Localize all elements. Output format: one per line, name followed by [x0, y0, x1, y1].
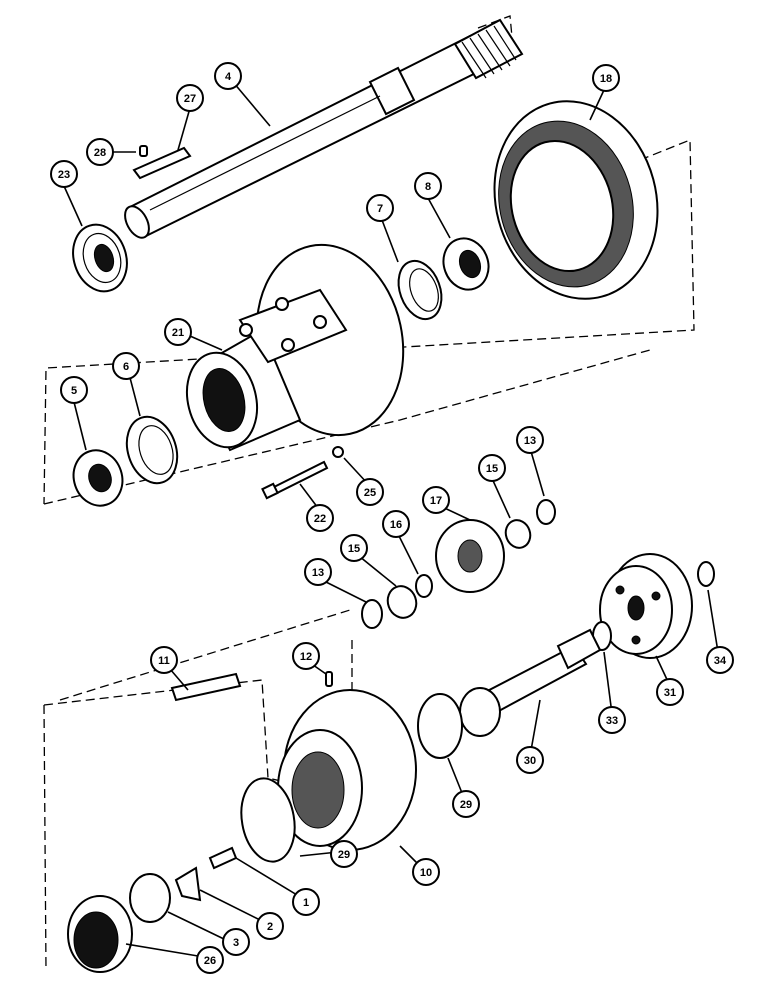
callout-label-21: 21 — [172, 327, 184, 339]
callout-13-upper: 13 — [516, 426, 544, 454]
callout-27: 28 — [86, 138, 114, 166]
callout-label-13-upper: 13 — [524, 435, 536, 447]
callout-5: 5 — [60, 376, 88, 404]
callout-1: 1 — [292, 888, 320, 916]
callout-label-18: 18 — [600, 73, 612, 85]
callout-label-30: 30 — [524, 755, 536, 767]
callout-label-22: 23 — [58, 169, 70, 181]
callout-label-1: 1 — [303, 897, 309, 909]
planet-gear-set — [361, 499, 556, 629]
callout-31: 31 — [656, 678, 684, 706]
callouts: 4 27 28 23 18 7 8 21 5 6 22 25 13 15 17 … — [50, 62, 734, 974]
callout-label-27: 28 — [94, 147, 106, 159]
retainer-hardware — [67, 777, 296, 973]
callout-2: 2 — [256, 912, 284, 940]
callout-10: 10 — [412, 858, 440, 886]
callout-label-33: 33 — [606, 715, 618, 727]
callout-26: 27 — [176, 84, 204, 112]
callout-6: 6 — [112, 352, 140, 380]
callout-16: 16 — [382, 510, 410, 538]
callout-label-10: 10 — [420, 867, 432, 879]
callout-label-2: 2 — [267, 921, 273, 933]
callout-label-26: 27 — [184, 93, 196, 105]
callout-label-5: 5 — [71, 385, 77, 397]
callout-label-25: 25 — [364, 487, 376, 499]
callout-18: 18 — [592, 64, 620, 92]
callout-label-17: 17 — [430, 495, 442, 507]
ring-gear — [493, 100, 659, 300]
callout-label-4: 4 — [225, 71, 232, 83]
callout-label-23: 22 — [314, 513, 326, 525]
sun-gear-shaft — [417, 628, 602, 759]
callout-11: 11 — [150, 646, 178, 674]
callout-label-6: 6 — [123, 361, 129, 373]
callout-30: 30 — [516, 746, 544, 774]
callout-label-16: 16 — [390, 519, 402, 531]
callout-label-12: 12 — [300, 651, 312, 663]
callout-12: 12 — [292, 642, 320, 670]
callout-label-13-lower: 13 — [312, 567, 324, 579]
callout-8: 8 — [414, 172, 442, 200]
callout-label-29-right: 29 — [460, 799, 472, 811]
callout-34: 34 — [706, 646, 734, 674]
callout-label-11: 11 — [158, 655, 170, 667]
callout-22: 23 — [50, 160, 78, 188]
oil-seal — [72, 223, 128, 293]
callout-29-right: 29 — [452, 790, 480, 818]
callout-25: 25 — [356, 478, 384, 506]
callout-15-lower: 15 — [340, 534, 368, 562]
callout-17: 17 — [422, 486, 450, 514]
bearing-cup-and-cone — [397, 237, 490, 321]
callout-label-31: 31 — [664, 687, 676, 699]
callout-33: 33 — [598, 706, 626, 734]
callout-label-8: 8 — [425, 181, 431, 193]
callout-21: 21 — [164, 318, 192, 346]
callout-15-upper: 15 — [478, 454, 506, 482]
callout-label-3: 3 — [233, 937, 239, 949]
bearing-cone-and-cup — [72, 415, 179, 507]
axle-housing — [186, 243, 405, 452]
bolt-and-washer — [261, 446, 344, 500]
callout-label-7: 7 — [377, 203, 383, 215]
callout-4: 4 — [214, 62, 242, 90]
callout-label-29-left: 29 — [338, 849, 350, 861]
planet-carrier — [170, 671, 417, 851]
callout-label-34: 34 — [714, 655, 727, 667]
callout-7: 7 — [366, 194, 394, 222]
callout-label-15-lower: 15 — [348, 543, 360, 555]
callout-13-lower: 13 — [304, 558, 332, 586]
dashed-boundaries — [43, 15, 695, 971]
sun-gear-carrier — [592, 553, 715, 659]
axle-shaft — [124, 18, 524, 239]
callout-28: 26 — [196, 946, 224, 974]
callout-29-left: 29 — [330, 840, 358, 868]
callout-label-28: 26 — [204, 955, 216, 967]
callout-label-15-upper: 15 — [486, 463, 498, 475]
key-and-pin — [132, 145, 192, 180]
callout-23: 22 — [306, 504, 334, 532]
callout-3: 3 — [222, 928, 250, 956]
